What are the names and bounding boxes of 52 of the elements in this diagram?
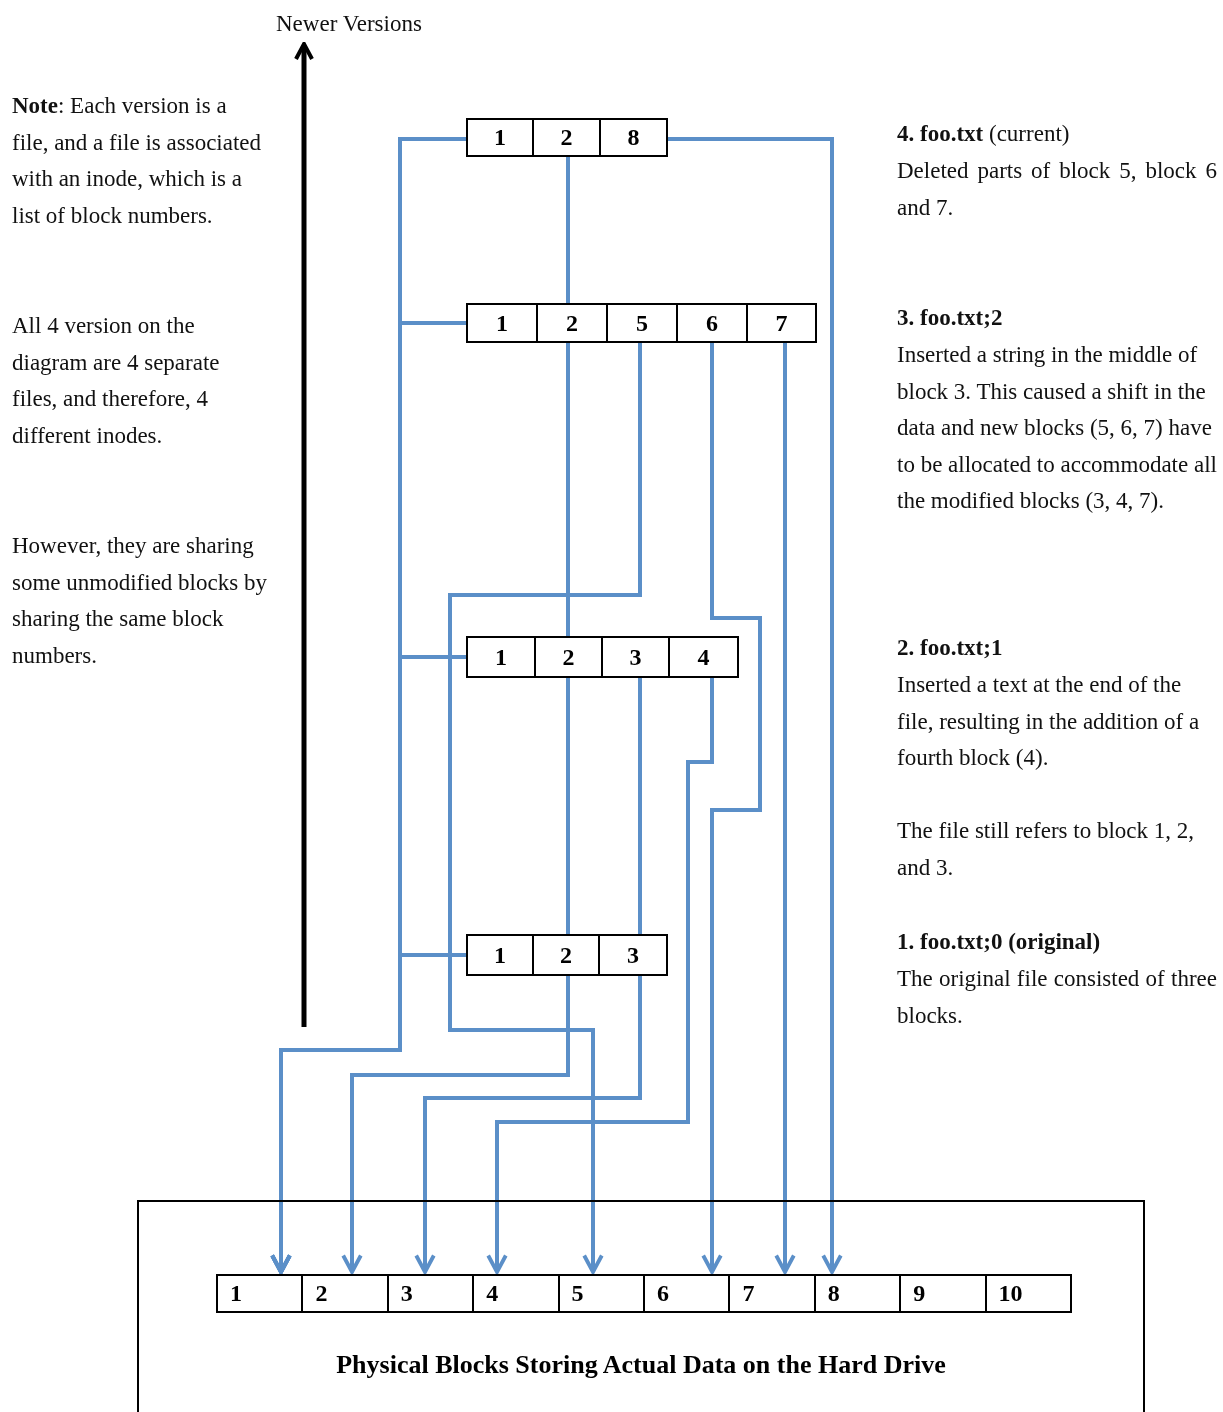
block-number-cell: 2 bbox=[532, 118, 601, 157]
physical-block-cell: 5 bbox=[557, 1274, 645, 1313]
arrow bbox=[448, 343, 642, 1274]
arrow bbox=[774, 343, 796, 1274]
physical-block-cell: 2 bbox=[301, 1274, 389, 1313]
physical-block-cell: 3 bbox=[386, 1274, 475, 1313]
note-text: Note: Each version is a file, and a file is associated with an inode, which is a list of block numbers. bbox=[12, 92, 262, 230]
version-description: Inserted a text at the end of the file, resulting in the addition of a fourth block (4). bbox=[897, 671, 1201, 773]
version-heading: 4. foo.txt (current) bbox=[897, 120, 1071, 148]
physical-block-cell: 10 bbox=[984, 1274, 1072, 1313]
block-number-cell: 1 bbox=[466, 636, 536, 678]
connector-line bbox=[566, 678, 570, 934]
block-number-cell: 1 bbox=[466, 118, 534, 157]
block-number-cell: 2 bbox=[534, 636, 603, 678]
block-number-cell: 6 bbox=[676, 303, 748, 343]
block-number-cell: 3 bbox=[598, 934, 668, 976]
block-number-cell: 1 bbox=[466, 303, 538, 343]
block-number-cell: 3 bbox=[601, 636, 670, 678]
version-heading: 2. foo.txt;1 bbox=[897, 634, 1004, 662]
physical-block-cell: 4 bbox=[472, 1274, 560, 1313]
version-description: Deleted parts of block 5, block 6 and 7. bbox=[897, 157, 1217, 222]
physical-block-cell: 8 bbox=[813, 1274, 902, 1313]
block-number-cell: 1 bbox=[466, 934, 534, 976]
connector-line bbox=[566, 343, 570, 636]
block-number-cell: 7 bbox=[746, 303, 817, 343]
version-heading: 1. foo.txt;0 (original) bbox=[897, 928, 1102, 956]
arrow bbox=[341, 976, 570, 1274]
block-number-cell: 4 bbox=[668, 636, 739, 678]
connector-line bbox=[566, 157, 570, 303]
arrow bbox=[701, 343, 762, 1274]
version-heading: 3. foo.txt;2 bbox=[897, 304, 1004, 332]
connector-line bbox=[638, 678, 642, 934]
panel-title: Physical Blocks Storing Actual Data on the Hard Drive bbox=[335, 1350, 947, 1380]
note-text: However, they are sharing some unmodified blocks by sharing the same block numbers. bbox=[12, 532, 267, 670]
block-number-cell: 5 bbox=[606, 303, 678, 343]
arrow bbox=[270, 953, 466, 1274]
note-text: All 4 version on the diagram are 4 separate files, and therefore, 4 different inodes. bbox=[12, 312, 221, 450]
arrow bbox=[486, 678, 714, 1274]
block-number-cell: 2 bbox=[532, 934, 600, 976]
version-description: The file still refers to block 1, 2, and 3. bbox=[897, 817, 1195, 882]
version-description: The original file consisted of three blocks. bbox=[897, 965, 1217, 1030]
block-number-cell: 8 bbox=[599, 118, 668, 157]
arrow bbox=[414, 976, 642, 1274]
physical-block-cell: 6 bbox=[643, 1274, 731, 1313]
physical-block-cell: 9 bbox=[899, 1274, 987, 1313]
physical-block-cell: 7 bbox=[728, 1274, 816, 1313]
axis-label: Newer Versions bbox=[276, 10, 422, 38]
drive-panel bbox=[137, 1200, 1145, 1412]
physical-block-cell: 1 bbox=[216, 1274, 304, 1313]
block-number-cell: 2 bbox=[536, 303, 608, 343]
version-description: Inserted a string in the middle of block 3. This caused a shift in the data and new blocks (5, 6, 7) have to be allocated to accommodate all the modified blocks (3, 4, 7). bbox=[897, 341, 1217, 516]
arrow bbox=[668, 137, 843, 1274]
